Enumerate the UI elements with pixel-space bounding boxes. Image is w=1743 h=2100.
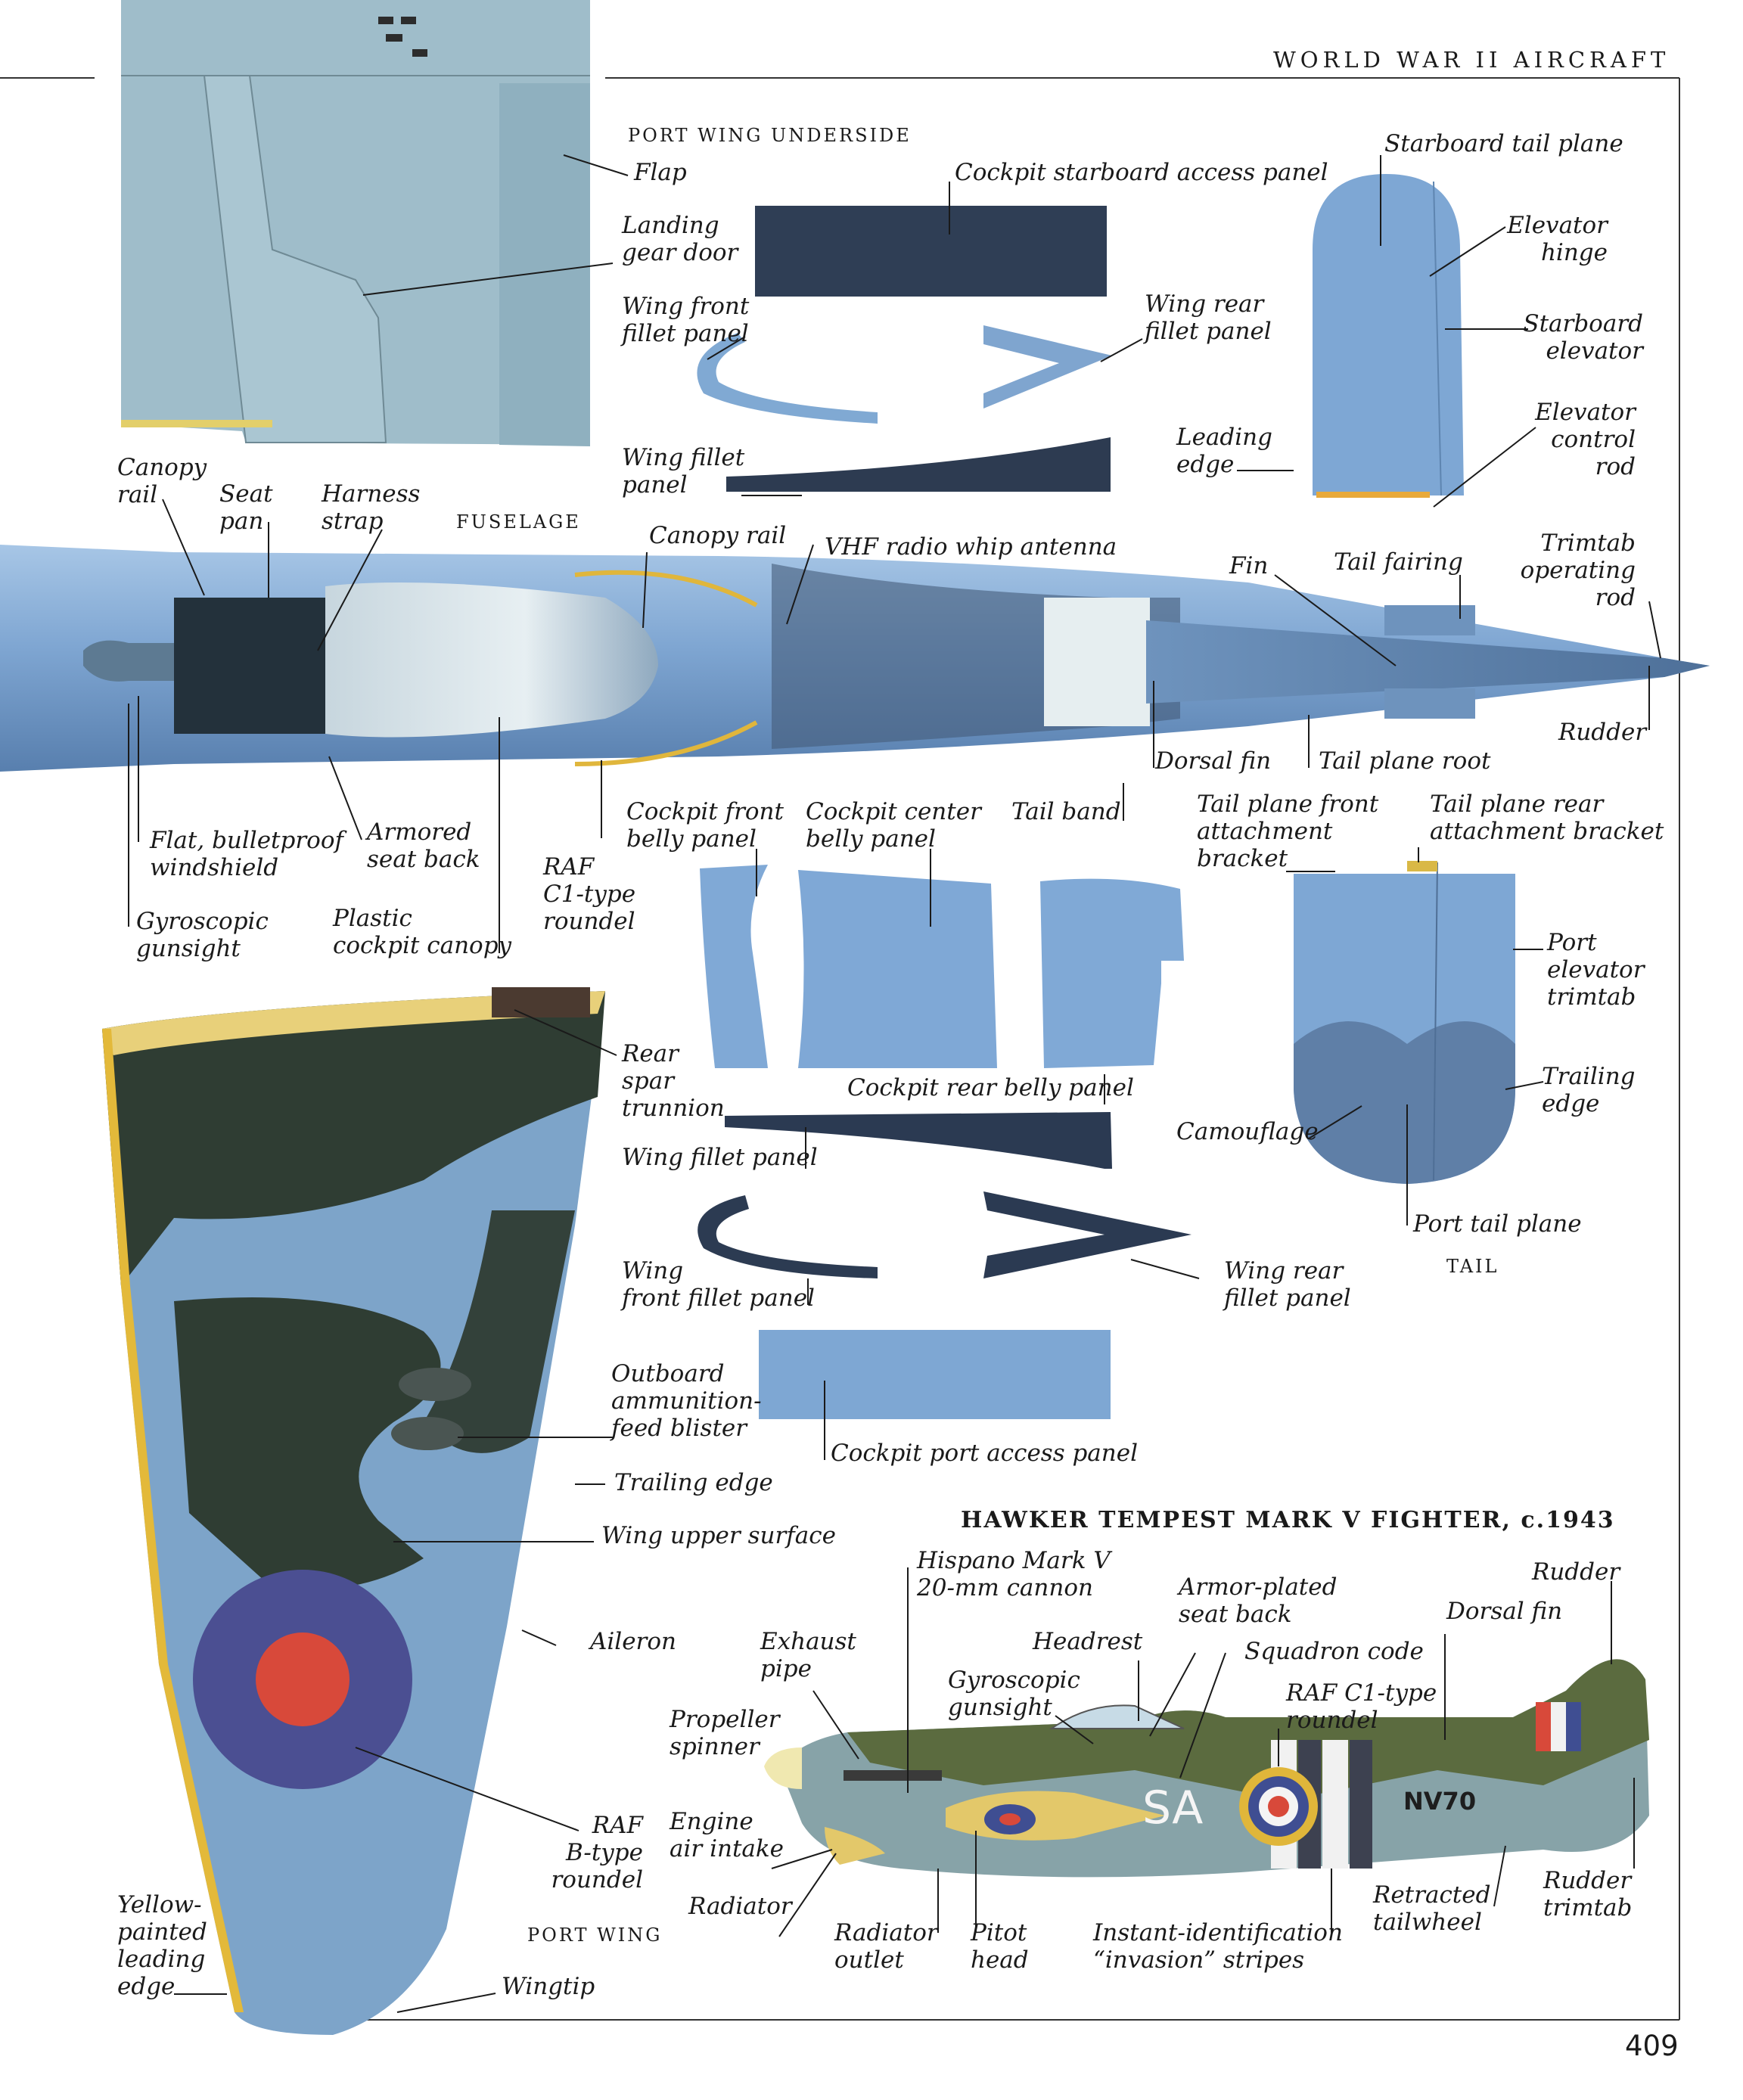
label-harness-strap: Harness strap: [322, 480, 420, 535]
label-raf-c1-roundel-2: RAF C1-type roundel: [1286, 1679, 1437, 1734]
label-exhaust-pipe: Exhaust pipe: [760, 1628, 856, 1682]
label-radiator-outlet: Radiator outlet: [834, 1919, 938, 1974]
label-port-tail-plane: Port tail plane: [1413, 1210, 1582, 1238]
label-raf-b-roundel: RAF B-type roundel: [545, 1812, 643, 1893]
cockpit-port-panel-photo: [759, 1330, 1111, 1419]
page-number: 409: [1625, 2030, 1679, 2062]
label-hispano-cannon: Hispano Mark V 20-mm cannon: [917, 1547, 1111, 1601]
label-starboard-elevator: Starboard elevator: [1498, 310, 1643, 365]
label-wing-fillet-2: Wing fillet panel: [622, 1144, 818, 1171]
label-fin: Fin: [1229, 552, 1268, 579]
section-tail: TAIL: [1446, 1256, 1499, 1277]
cockpit-center-belly-photo: [798, 870, 997, 1068]
label-dorsal-fin-1: Dorsal fin: [1155, 747, 1271, 775]
label-retracted-tailwheel: Retracted tailwheel: [1373, 1881, 1490, 1936]
label-canopy-rail-1: Canopy rail: [117, 454, 207, 508]
label-wing-upper-surface: Wing upper surface: [601, 1522, 836, 1549]
label-flap: Flap: [634, 159, 687, 186]
label-pitot-head: Pitot head: [971, 1919, 1029, 1974]
label-tail-band: Tail band: [1011, 798, 1121, 825]
label-trailing-edge-1: Trailing edge: [1542, 1063, 1636, 1117]
label-wing-fillet-1: Wing fillet panel: [622, 444, 744, 499]
label-trailing-edge-2: Trailing edge: [614, 1469, 773, 1496]
label-radiator: Radiator: [688, 1893, 792, 1920]
label-elevator-control-rod: Elevator control rod: [1498, 399, 1636, 480]
label-wing-rear-fillet-1: Wing rear fillet panel: [1145, 290, 1272, 345]
label-armor-seat-back-2: Armor-plated seat back: [1179, 1573, 1337, 1628]
label-cockpit-port-panel: Cockpit port access panel: [831, 1440, 1138, 1467]
label-seat-pan: Seat pan: [219, 480, 273, 535]
label-trimtab-rod: Trimtab operating rod: [1513, 530, 1636, 611]
label-wingtip: Wingtip: [502, 1973, 595, 2000]
label-canopy-rail-2: Canopy rail: [649, 522, 786, 549]
tempest-side-profile: SA NV70: [764, 1659, 1649, 1877]
running-head: WORLD WAR II AIRCRAFT: [1273, 47, 1670, 73]
label-vhf-antenna: VHF radio whip antenna: [825, 533, 1117, 561]
label-squadron-code: Squadron code: [1244, 1638, 1424, 1665]
label-cockpit-center-belly: Cockpit center belly panel: [806, 798, 981, 853]
cockpit-starboard-panel-photo: [755, 206, 1107, 297]
label-propeller-spinner: Propeller spinner: [670, 1706, 780, 1760]
label-invasion-stripes: Instant-identification “invasion” stripe…: [1093, 1919, 1343, 1974]
label-wing-front-fillet-1: Wing front fillet panel: [622, 293, 749, 347]
label-leading-edge: Leading edge: [1176, 424, 1272, 478]
label-yellow-leading-edge: Yellow- painted leading edge: [117, 1891, 207, 2000]
label-camouflage: Camouflage: [1176, 1118, 1319, 1145]
wing-fillet-1-photo: [726, 437, 1111, 492]
fuselage-photo: [0, 545, 1710, 772]
cockpit-front-belly-photo: [700, 865, 768, 1068]
label-rudder-2: Rudder: [1532, 1558, 1620, 1586]
squadron-letters: SA: [1142, 1782, 1203, 1834]
section-wing-underside: PORT WING UNDERSIDE: [628, 125, 912, 146]
label-flat-windshield: Flat, bulletproof windshield: [150, 827, 343, 881]
label-headrest: Headrest: [1033, 1628, 1142, 1655]
wing-rear-fillet-2-photo: [983, 1191, 1192, 1278]
label-rear-spar-trunnion: Rear spar trunnion: [622, 1040, 725, 1122]
label-port-elevator-trimtab: Port elevator trimtab: [1547, 929, 1645, 1011]
label-cockpit-front-belly: Cockpit front belly panel: [626, 798, 784, 853]
label-aileron: Aileron: [590, 1628, 676, 1655]
label-tp-front-bracket: Tail plane front attachment bracket: [1197, 791, 1378, 872]
cockpit-rear-belly-photo: [1040, 879, 1184, 1068]
aircraft-serial: NV70: [1403, 1787, 1476, 1816]
label-tail-fairing: Tail fairing: [1334, 548, 1463, 576]
label-ammo-blister: Outboard ammunition- feed blister: [611, 1360, 762, 1442]
wing-rear-fillet-1-photo: [983, 325, 1112, 409]
label-elevator-hinge: Elevator hinge: [1498, 212, 1608, 266]
label-rudder-1: Rudder: [1558, 719, 1646, 746]
port-wing-photo: [102, 987, 605, 2035]
starboard-tail-plane-photo: [1313, 174, 1464, 498]
port-tail-plane-photo: [1294, 861, 1515, 1184]
label-armored-seat-back: Armored seat back: [367, 819, 480, 873]
label-tp-rear-bracket: Tail plane rear attachment bracket: [1430, 791, 1664, 845]
label-starboard-tail-plane: Starboard tail plane: [1384, 130, 1623, 157]
label-tail-plane-root: Tail plane root: [1319, 747, 1490, 775]
label-cockpit-starboard-panel: Cockpit starboard access panel: [955, 159, 1328, 186]
label-wing-rear-fillet-2: Wing rear fillet panel: [1224, 1257, 1351, 1312]
label-wing-front-fillet-2: Wing front fillet panel: [622, 1257, 815, 1312]
section-fuselage: FUSELAGE: [456, 511, 581, 533]
label-rudder-trimtab: Rudder trimtab: [1543, 1867, 1632, 1921]
label-landing-gear-door: Landing gear door: [622, 212, 738, 266]
fighter-title: HAWKER TEMPEST MARK V FIGHTER, c.1943: [961, 1507, 1615, 1533]
label-plastic-canopy: Plastic cockpit canopy: [333, 905, 511, 959]
wing-underside-photo: [121, 0, 590, 446]
label-gyro-gunsight-1: Gyroscopic gunsight: [136, 908, 269, 962]
label-gyro-gunsight-2: Gyroscopic gunsight: [948, 1667, 1080, 1721]
label-dorsal-fin-2: Dorsal fin: [1446, 1598, 1562, 1625]
label-engine-air-intake: Engine air intake: [670, 1808, 784, 1862]
label-cockpit-rear-belly: Cockpit rear belly panel: [847, 1074, 1134, 1101]
section-port-wing: PORT WING: [527, 1924, 662, 1946]
label-raf-c1-roundel-1: RAF C1-type roundel: [543, 853, 635, 935]
